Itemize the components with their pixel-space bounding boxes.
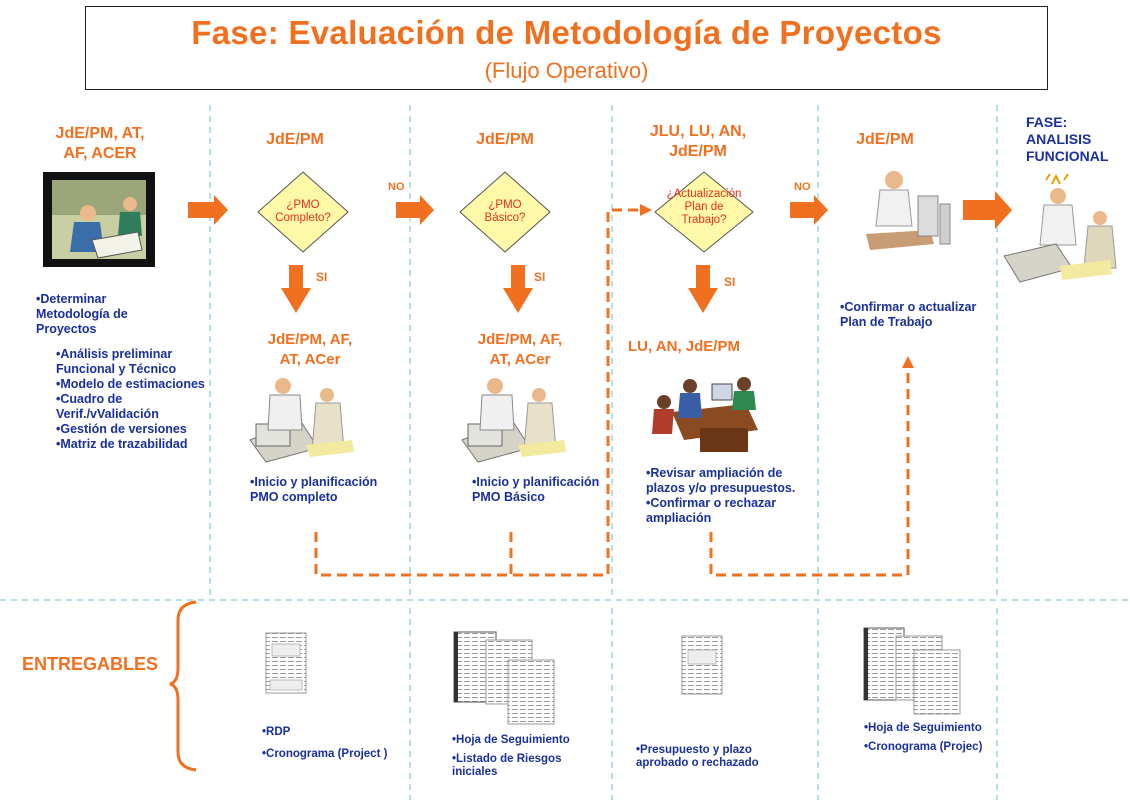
arrow-down [281, 265, 311, 313]
list-item: •RDP [262, 726, 291, 738]
column-dividers [0, 105, 1130, 800]
meeting-illustration-icon [43, 172, 155, 267]
list-item: •Análisis preliminar Funcional y Técnico [56, 347, 177, 376]
arrow-down [503, 265, 533, 313]
deliverables-list: •Hoja de Seguimiento •Cronograma (Projec… [864, 722, 984, 754]
role-label: LU, AN, JdE/PM [628, 338, 740, 355]
decision-label: ¿PMO Completo? [275, 199, 331, 224]
list-item: •Matriz de trazabilidad [56, 437, 188, 451]
list-item: •Listado de Riesgos iniciales [452, 753, 562, 778]
document-spreadsheet-icon [863, 627, 961, 715]
people-at-computer-icon [461, 378, 566, 463]
role-label: JdE/PM [856, 131, 914, 148]
decision-diamond [257, 171, 349, 253]
document-budget-icon [681, 635, 723, 695]
list-item: •Hoja de Seguimiento [864, 722, 982, 734]
task-text: •Inicio y planificación PMO completo [250, 475, 378, 504]
arrow-right [790, 195, 828, 225]
desk-meeting-icon [652, 377, 758, 452]
document-rdp-icon [265, 632, 307, 694]
role-label: JdE/PM, AT, AF, ACER [55, 125, 145, 162]
deliverables-list: •Hoja de Seguimiento •Listado de Riesgos… [452, 734, 602, 779]
next-phase-label: FASE: ANALISIS FUNCIONAL [1026, 114, 1109, 164]
arrow-right [963, 191, 1012, 229]
decision-diamond [654, 171, 754, 253]
role-label: JdE/PM, AF, AT, ACer [477, 331, 563, 368]
role-label: JdE/PM [266, 131, 324, 148]
si-label: SI [316, 270, 328, 284]
list-item: •Cuadro de Verif./vValidación [56, 392, 159, 421]
list-item: •Revisar ampliación de plazos y/o presup… [646, 466, 796, 495]
analysis-team-icon [1003, 173, 1117, 283]
task-text: •Determinar Metodología de Proyectos [36, 292, 128, 336]
no-label: NO [794, 181, 811, 193]
decision-label: ¿Actualización Plan de Trabajo? [666, 188, 742, 226]
decision-label: ¿PMO Básico? [484, 199, 526, 224]
si-label: SI [724, 275, 736, 289]
deliverables-list: •Presupuesto y plazo aprobado o rechazad… [636, 744, 796, 770]
list-item: •Cronograma (Projec) [864, 741, 983, 753]
list-item: •Confirmar o rechazar ampliación [646, 496, 777, 525]
list-item: •Presupuesto y plazo aprobado o rechazad… [636, 744, 759, 769]
list-item: •Modelo de estimaciones [56, 377, 205, 391]
page-title: Fase: Evaluación de Metodología de Proye… [191, 14, 942, 51]
subtask-list: •Análisis preliminar Funcional y Técnico… [56, 347, 206, 452]
no-label: NO [388, 181, 405, 193]
arrow-down [688, 265, 718, 313]
deliverables-list: •RDP •Cronograma (Project ) [262, 726, 392, 761]
entregables-label: ENTREGABLES [22, 654, 159, 674]
task-text: •Revisar ampliación de plazos y/o presup… [646, 466, 796, 526]
list-item: •Cronograma (Project ) [262, 748, 388, 760]
dashed-arrowheads [640, 204, 914, 368]
dashed-flow-lines [314, 208, 910, 577]
entregables-brace [169, 600, 197, 772]
role-label: JdE/PM [476, 131, 534, 148]
list-item: •Hoja de Seguimiento [452, 734, 570, 746]
si-label: SI [534, 270, 546, 284]
title-box [85, 6, 1048, 90]
document-spreadsheet-icon [453, 631, 555, 725]
page-subtitle: (Flujo Operativo) [484, 58, 649, 83]
list-item: •Gestión de versiones [56, 422, 187, 436]
arrow-right [188, 195, 228, 225]
decision-diamonds [257, 171, 754, 253]
task-text: •Inicio y planificación PMO Básico [472, 475, 600, 504]
man-at-desk-icon [866, 171, 951, 250]
task-text: •Confirmar o actualizar Plan de Trabajo [840, 300, 977, 329]
arrow-right [396, 195, 434, 225]
flow-arrows [188, 191, 1012, 313]
people-at-computer-icon [249, 378, 354, 463]
role-label: JdE/PM, AF, AT, ACer [267, 331, 353, 368]
role-label: JLU, LU, AN, JdE/PM [649, 123, 747, 160]
decision-diamond [459, 171, 551, 253]
